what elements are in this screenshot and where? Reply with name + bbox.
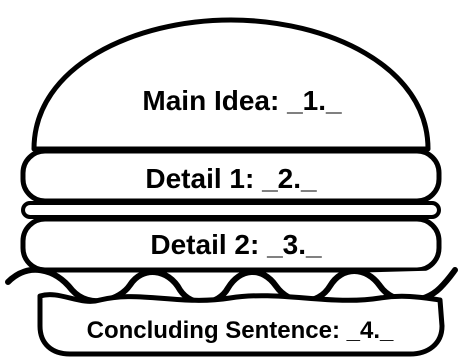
thin-separator-layer xyxy=(23,203,439,217)
detail-1-label: Detail 1: _2._ xyxy=(145,163,317,194)
detail-2-label: Detail 2: _3._ xyxy=(150,229,322,260)
main-idea-label: Main Idea: _1._ xyxy=(142,85,342,116)
concluding-sentence-label: Concluding Sentence: _4._ xyxy=(87,317,394,344)
